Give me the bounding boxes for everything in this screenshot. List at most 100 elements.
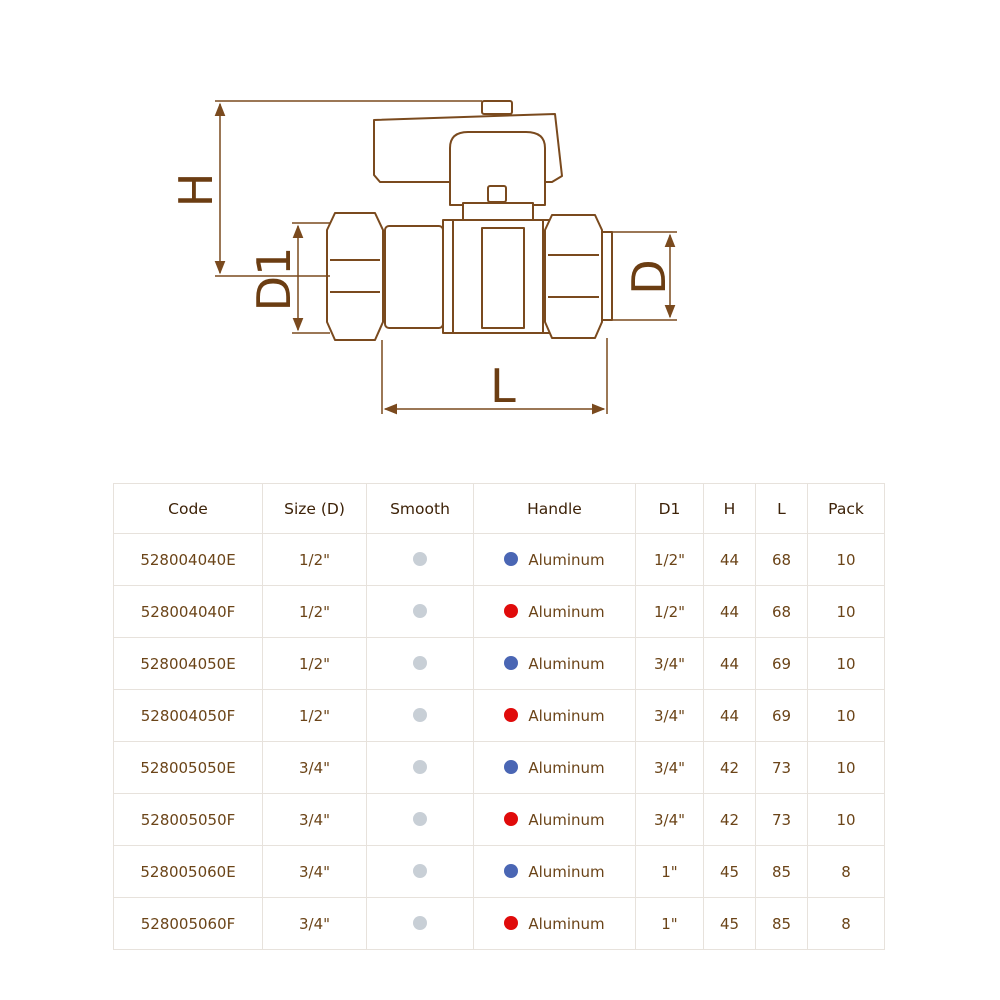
right-pipe-stub bbox=[601, 231, 613, 321]
header-d1: D1 bbox=[635, 483, 704, 534]
cell-pack: 10 bbox=[807, 793, 885, 846]
handle-label: Aluminum bbox=[528, 602, 605, 621]
cell-smooth bbox=[366, 845, 474, 898]
cell-size: 3/4" bbox=[262, 793, 367, 846]
cell-h: 44 bbox=[703, 585, 756, 638]
header-smooth: Smooth bbox=[366, 483, 474, 534]
cell-pack: 10 bbox=[807, 741, 885, 794]
handle-label: Aluminum bbox=[528, 654, 605, 673]
cell-handle: Aluminum bbox=[473, 793, 636, 846]
cell-smooth bbox=[366, 689, 474, 742]
right-compression-nut bbox=[544, 214, 603, 339]
handle-color-dot bbox=[504, 707, 519, 722]
cell-h: 44 bbox=[703, 689, 756, 742]
cell-d1: 3/4" bbox=[635, 689, 704, 742]
smooth-indicator-dot bbox=[413, 759, 427, 774]
cell-size: 3/4" bbox=[262, 741, 367, 794]
header-pack: Pack bbox=[807, 483, 885, 534]
cell-smooth bbox=[366, 793, 474, 846]
cell-size: 1/2" bbox=[262, 533, 367, 586]
spec-table: Code Size (D) Smooth Handle D1 H L Pack … bbox=[113, 483, 885, 950]
cell-code: 528004040F bbox=[113, 585, 263, 638]
header-h: H bbox=[703, 483, 756, 534]
header-handle: Handle bbox=[473, 483, 636, 534]
cell-size: 1/2" bbox=[262, 689, 367, 742]
cell-size: 3/4" bbox=[262, 845, 367, 898]
cell-l: 68 bbox=[755, 585, 808, 638]
handle-nut bbox=[481, 100, 513, 115]
left-compression-nut bbox=[326, 212, 384, 341]
smooth-indicator-dot bbox=[413, 551, 427, 566]
cell-d1: 1/2" bbox=[635, 585, 704, 638]
cell-pack: 10 bbox=[807, 637, 885, 690]
cell-pack: 10 bbox=[807, 689, 885, 742]
handle-color-dot bbox=[504, 863, 519, 878]
cell-handle: Aluminum bbox=[473, 845, 636, 898]
cell-smooth bbox=[366, 533, 474, 586]
header-l: L bbox=[755, 483, 808, 534]
handle-color-dot bbox=[504, 759, 519, 774]
cell-d1: 3/4" bbox=[635, 793, 704, 846]
header-size: Size (D) bbox=[262, 483, 367, 534]
cell-h: 45 bbox=[703, 845, 756, 898]
cell-handle: Aluminum bbox=[473, 533, 636, 586]
cell-l: 85 bbox=[755, 897, 808, 950]
smooth-indicator-dot bbox=[413, 811, 427, 826]
cell-h: 44 bbox=[703, 533, 756, 586]
cell-handle: Aluminum bbox=[473, 689, 636, 742]
label-h: H bbox=[169, 173, 223, 208]
cell-handle: Aluminum bbox=[473, 585, 636, 638]
header-code: Code bbox=[113, 483, 263, 534]
cell-size: 1/2" bbox=[262, 585, 367, 638]
handle-color-dot bbox=[504, 603, 519, 618]
handle-hub bbox=[449, 131, 546, 206]
handle-label: Aluminum bbox=[528, 706, 605, 725]
cell-handle: Aluminum bbox=[473, 741, 636, 794]
smooth-indicator-dot bbox=[413, 707, 427, 722]
handle-label: Aluminum bbox=[528, 810, 605, 829]
handle-label: Aluminum bbox=[528, 550, 605, 569]
cell-smooth bbox=[366, 897, 474, 950]
cell-handle: Aluminum bbox=[473, 637, 636, 690]
cell-size: 3/4" bbox=[262, 897, 367, 950]
cell-d1: 1/2" bbox=[635, 533, 704, 586]
cell-size: 1/2" bbox=[262, 637, 367, 690]
cell-l: 68 bbox=[755, 533, 808, 586]
cell-h: 42 bbox=[703, 793, 756, 846]
handle-color-dot bbox=[504, 811, 519, 826]
cell-d1: 1" bbox=[635, 897, 704, 950]
handle-label: Aluminum bbox=[528, 862, 605, 881]
smooth-indicator-dot bbox=[413, 863, 427, 878]
cell-l: 73 bbox=[755, 793, 808, 846]
cell-h: 45 bbox=[703, 897, 756, 950]
cell-code: 528005060F bbox=[113, 897, 263, 950]
cell-smooth bbox=[366, 585, 474, 638]
cell-l: 69 bbox=[755, 637, 808, 690]
cell-code: 528005050F bbox=[113, 793, 263, 846]
cell-l: 73 bbox=[755, 741, 808, 794]
cell-smooth bbox=[366, 637, 474, 690]
cell-h: 44 bbox=[703, 637, 756, 690]
cell-h: 42 bbox=[703, 741, 756, 794]
handle-color-dot bbox=[504, 915, 519, 930]
label-d1: D1 bbox=[247, 247, 301, 312]
cell-l: 69 bbox=[755, 689, 808, 742]
left-sleeve bbox=[384, 225, 444, 329]
cell-d1: 1" bbox=[635, 845, 704, 898]
table-header-row: Code Size (D) Smooth Handle D1 H L Pack bbox=[113, 483, 885, 534]
handle-label: Aluminum bbox=[528, 914, 605, 933]
cell-pack: 10 bbox=[807, 585, 885, 638]
cell-code: 528004050E bbox=[113, 637, 263, 690]
cell-pack: 8 bbox=[807, 897, 885, 950]
cell-l: 85 bbox=[755, 845, 808, 898]
cell-d1: 3/4" bbox=[635, 741, 704, 794]
handle-color-dot bbox=[504, 551, 519, 566]
